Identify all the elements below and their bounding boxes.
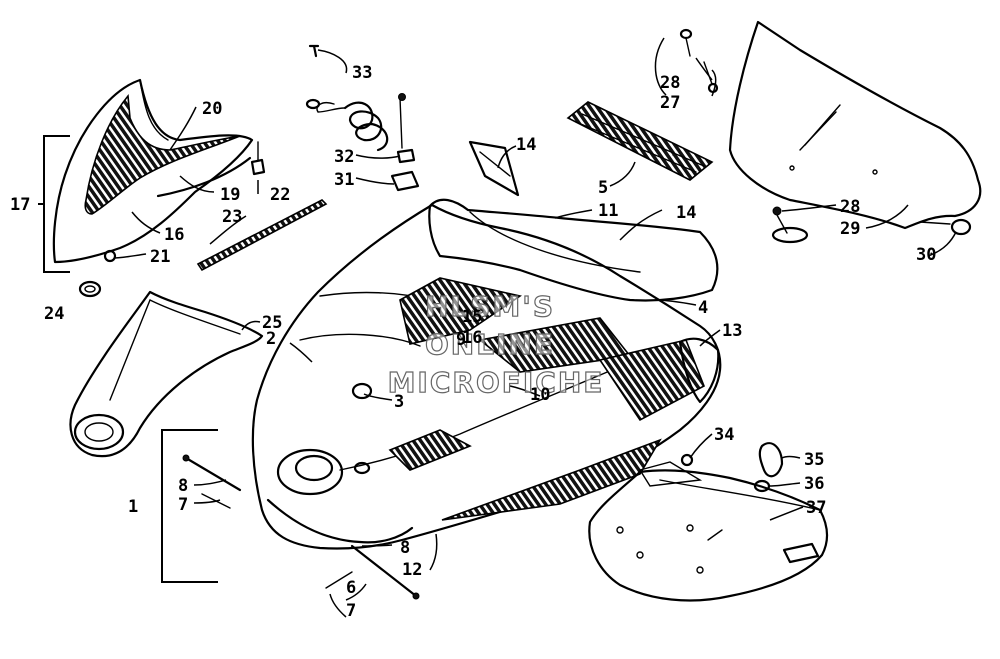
callout-16b: 16 <box>164 225 184 245</box>
watermark-line-1: HLSM'S <box>425 290 555 323</box>
callout-23: 23 <box>222 207 242 227</box>
callout-7b: 7 <box>346 601 356 621</box>
callout-5: 5 <box>598 178 608 198</box>
callout-35: 35 <box>804 450 824 470</box>
callout-13: 13 <box>722 321 742 341</box>
callout-24: 24 <box>44 304 64 324</box>
callout-33: 33 <box>352 63 372 83</box>
leader-lines <box>113 49 957 618</box>
headlight-lens <box>276 448 344 496</box>
callout-12: 12 <box>402 560 422 580</box>
callout-19: 19 <box>220 185 240 205</box>
belly-pan <box>588 461 829 602</box>
callout-27: 27 <box>660 93 680 113</box>
callout-9: 9 <box>456 330 466 350</box>
hinge-rod-lower <box>325 544 420 600</box>
headlight-bezel <box>69 290 264 458</box>
callout-17: 17 <box>10 195 30 215</box>
callout-6: 6 <box>346 578 356 598</box>
callout-34: 34 <box>714 425 734 445</box>
callout-25: 25 <box>262 313 282 333</box>
watermark-line-3: MICROFICHE <box>388 366 605 399</box>
callout-28a: 28 <box>660 73 680 93</box>
callout-20: 20 <box>202 99 222 119</box>
decal-14-upper <box>468 140 520 197</box>
callout-30: 30 <box>916 245 936 265</box>
grommet-24 <box>78 280 102 298</box>
callout-7a: 7 <box>178 495 188 515</box>
hood-clip-22 <box>250 141 266 176</box>
callout-8b: 8 <box>400 538 410 558</box>
watermark: HLSM'S ONLINE MICROFICHE <box>387 289 605 399</box>
hood-fastener-21 <box>103 249 117 263</box>
screw-33 <box>308 44 320 58</box>
callout-4: 4 <box>698 298 708 318</box>
hinge-rod-upper <box>182 454 242 509</box>
latch-spring <box>305 93 406 152</box>
callout-37: 37 <box>806 498 826 518</box>
hood-trim-19 <box>156 156 252 198</box>
callout-11: 11 <box>598 201 618 221</box>
callout-1: 1 <box>128 497 138 517</box>
bracket-1 <box>161 429 218 583</box>
hood-side-panel <box>52 78 254 264</box>
rivet-34 <box>680 453 694 467</box>
emblem-8 <box>353 461 371 475</box>
callout-labels: 1 2 3 4 5 6 7 7 8 8 9 10 11 12 13 14 14 … <box>10 63 936 621</box>
lower-nose-12 <box>266 498 414 544</box>
callout-31: 31 <box>334 170 354 190</box>
callout-14b: 14 <box>676 203 696 223</box>
callout-10: 10 <box>530 385 550 405</box>
hood-strip-23 <box>196 199 328 272</box>
callout-16a: 16 <box>462 328 482 348</box>
callout-8a: 8 <box>178 476 188 496</box>
callout-3: 3 <box>394 392 404 412</box>
callout-21: 21 <box>150 247 170 267</box>
windshield <box>728 20 982 230</box>
callout-32: 32 <box>334 147 354 167</box>
latch-plate-31 <box>390 170 420 192</box>
callout-28b: 28 <box>840 197 860 217</box>
vent-grille <box>566 101 714 181</box>
callout-15: 15 <box>462 307 482 327</box>
emblem-3 <box>351 382 373 400</box>
bracket-17 <box>38 135 70 273</box>
callout-2: 2 <box>266 329 276 349</box>
windshield-nut-28-lower <box>771 206 809 244</box>
washer-36 <box>753 479 771 493</box>
watermark-line-2: ONLINE <box>425 328 555 361</box>
callout-36: 36 <box>804 474 824 494</box>
clip-35 <box>758 442 784 478</box>
hood-side-trim-13 <box>678 337 720 404</box>
main-hood <box>251 203 722 550</box>
callout-29: 29 <box>840 219 860 239</box>
hood-top-cowl-4 <box>428 198 719 302</box>
windshield-plug-30 <box>919 218 972 236</box>
windshield-screw-28-upper <box>654 28 693 96</box>
latch-clip-32 <box>396 148 416 164</box>
callout-22: 22 <box>270 185 290 205</box>
callout-14a: 14 <box>516 135 536 155</box>
